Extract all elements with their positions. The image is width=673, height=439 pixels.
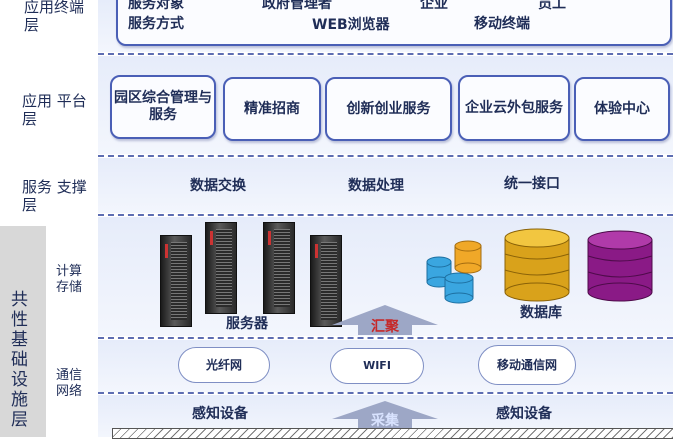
platform-box-experience-center: 体验中心 (574, 77, 670, 141)
support-item-unified-interface: 统一接口 (504, 176, 560, 192)
sensing-device-label-left: 感知设备 (192, 406, 248, 422)
separator (98, 53, 673, 55)
database-gold-icon (504, 228, 570, 302)
server-rack-icon (205, 222, 237, 314)
server-rack-icon (310, 235, 342, 327)
separator (98, 392, 673, 394)
terminal-item-enterprise: 企业 (420, 0, 448, 12)
terminal-item-employee: 员工 (538, 0, 566, 12)
separator (98, 155, 673, 157)
terminal-item-gov-manager: 政府管理者 (262, 0, 332, 12)
cloud-wifi: WIFI (330, 348, 424, 384)
platform-box-cloud-outsourcing: 企业云外包服务 (458, 75, 570, 141)
collect-arrow-icon (332, 401, 438, 429)
cloud-mobile-network: 移动通信网 (478, 345, 576, 385)
terminal-item-mobile: 移动终端 (474, 16, 530, 32)
separator (98, 337, 673, 339)
shared-infra-bar (0, 226, 46, 437)
terminal-box (116, 0, 672, 46)
label-app-platform-layer: 应用 平台层 (22, 92, 87, 128)
cloud-fiber-network: 光纤网 (178, 347, 270, 383)
converge-arrow-icon (332, 305, 438, 335)
label-comm-network: 通信网络 (56, 368, 83, 399)
label-shared-infra-layer: 共性基础设施层 (11, 290, 28, 430)
label-compute-storage: 计算存储 (56, 264, 83, 295)
database-label: 数据库 (520, 305, 562, 321)
server-rack-icon (160, 235, 192, 327)
separator (98, 214, 673, 216)
terminal-item-web-browser: WEB浏览器 (312, 17, 390, 33)
server-rack-icon (263, 222, 295, 314)
database-purple-icon (587, 230, 653, 302)
terminal-item-service-mode: 服务方式 (128, 16, 184, 32)
support-item-data-exchange: 数据交换 (190, 178, 246, 194)
label-service-support-layer: 服务 支撑层 (22, 178, 87, 214)
converge-arrow-label: 汇聚 (371, 319, 399, 335)
platform-box-park-management: 园区综合管理与服务 (110, 75, 216, 139)
platform-box-innovation-service: 创新创业服务 (325, 77, 452, 141)
terminal-item-service-object: 服务对象 (128, 0, 184, 12)
band-service-support (98, 158, 673, 213)
sensing-device-strip (112, 428, 673, 439)
collect-arrow-label: 采集 (371, 413, 399, 429)
support-item-data-processing: 数据处理 (348, 178, 404, 194)
sensing-device-label-right: 感知设备 (496, 406, 552, 422)
platform-box-precise-investment: 精准招商 (223, 77, 321, 141)
label-app-terminal-layer: 应用终端层 (24, 0, 85, 34)
database-icon (426, 240, 482, 304)
server-label: 服务器 (226, 316, 268, 332)
